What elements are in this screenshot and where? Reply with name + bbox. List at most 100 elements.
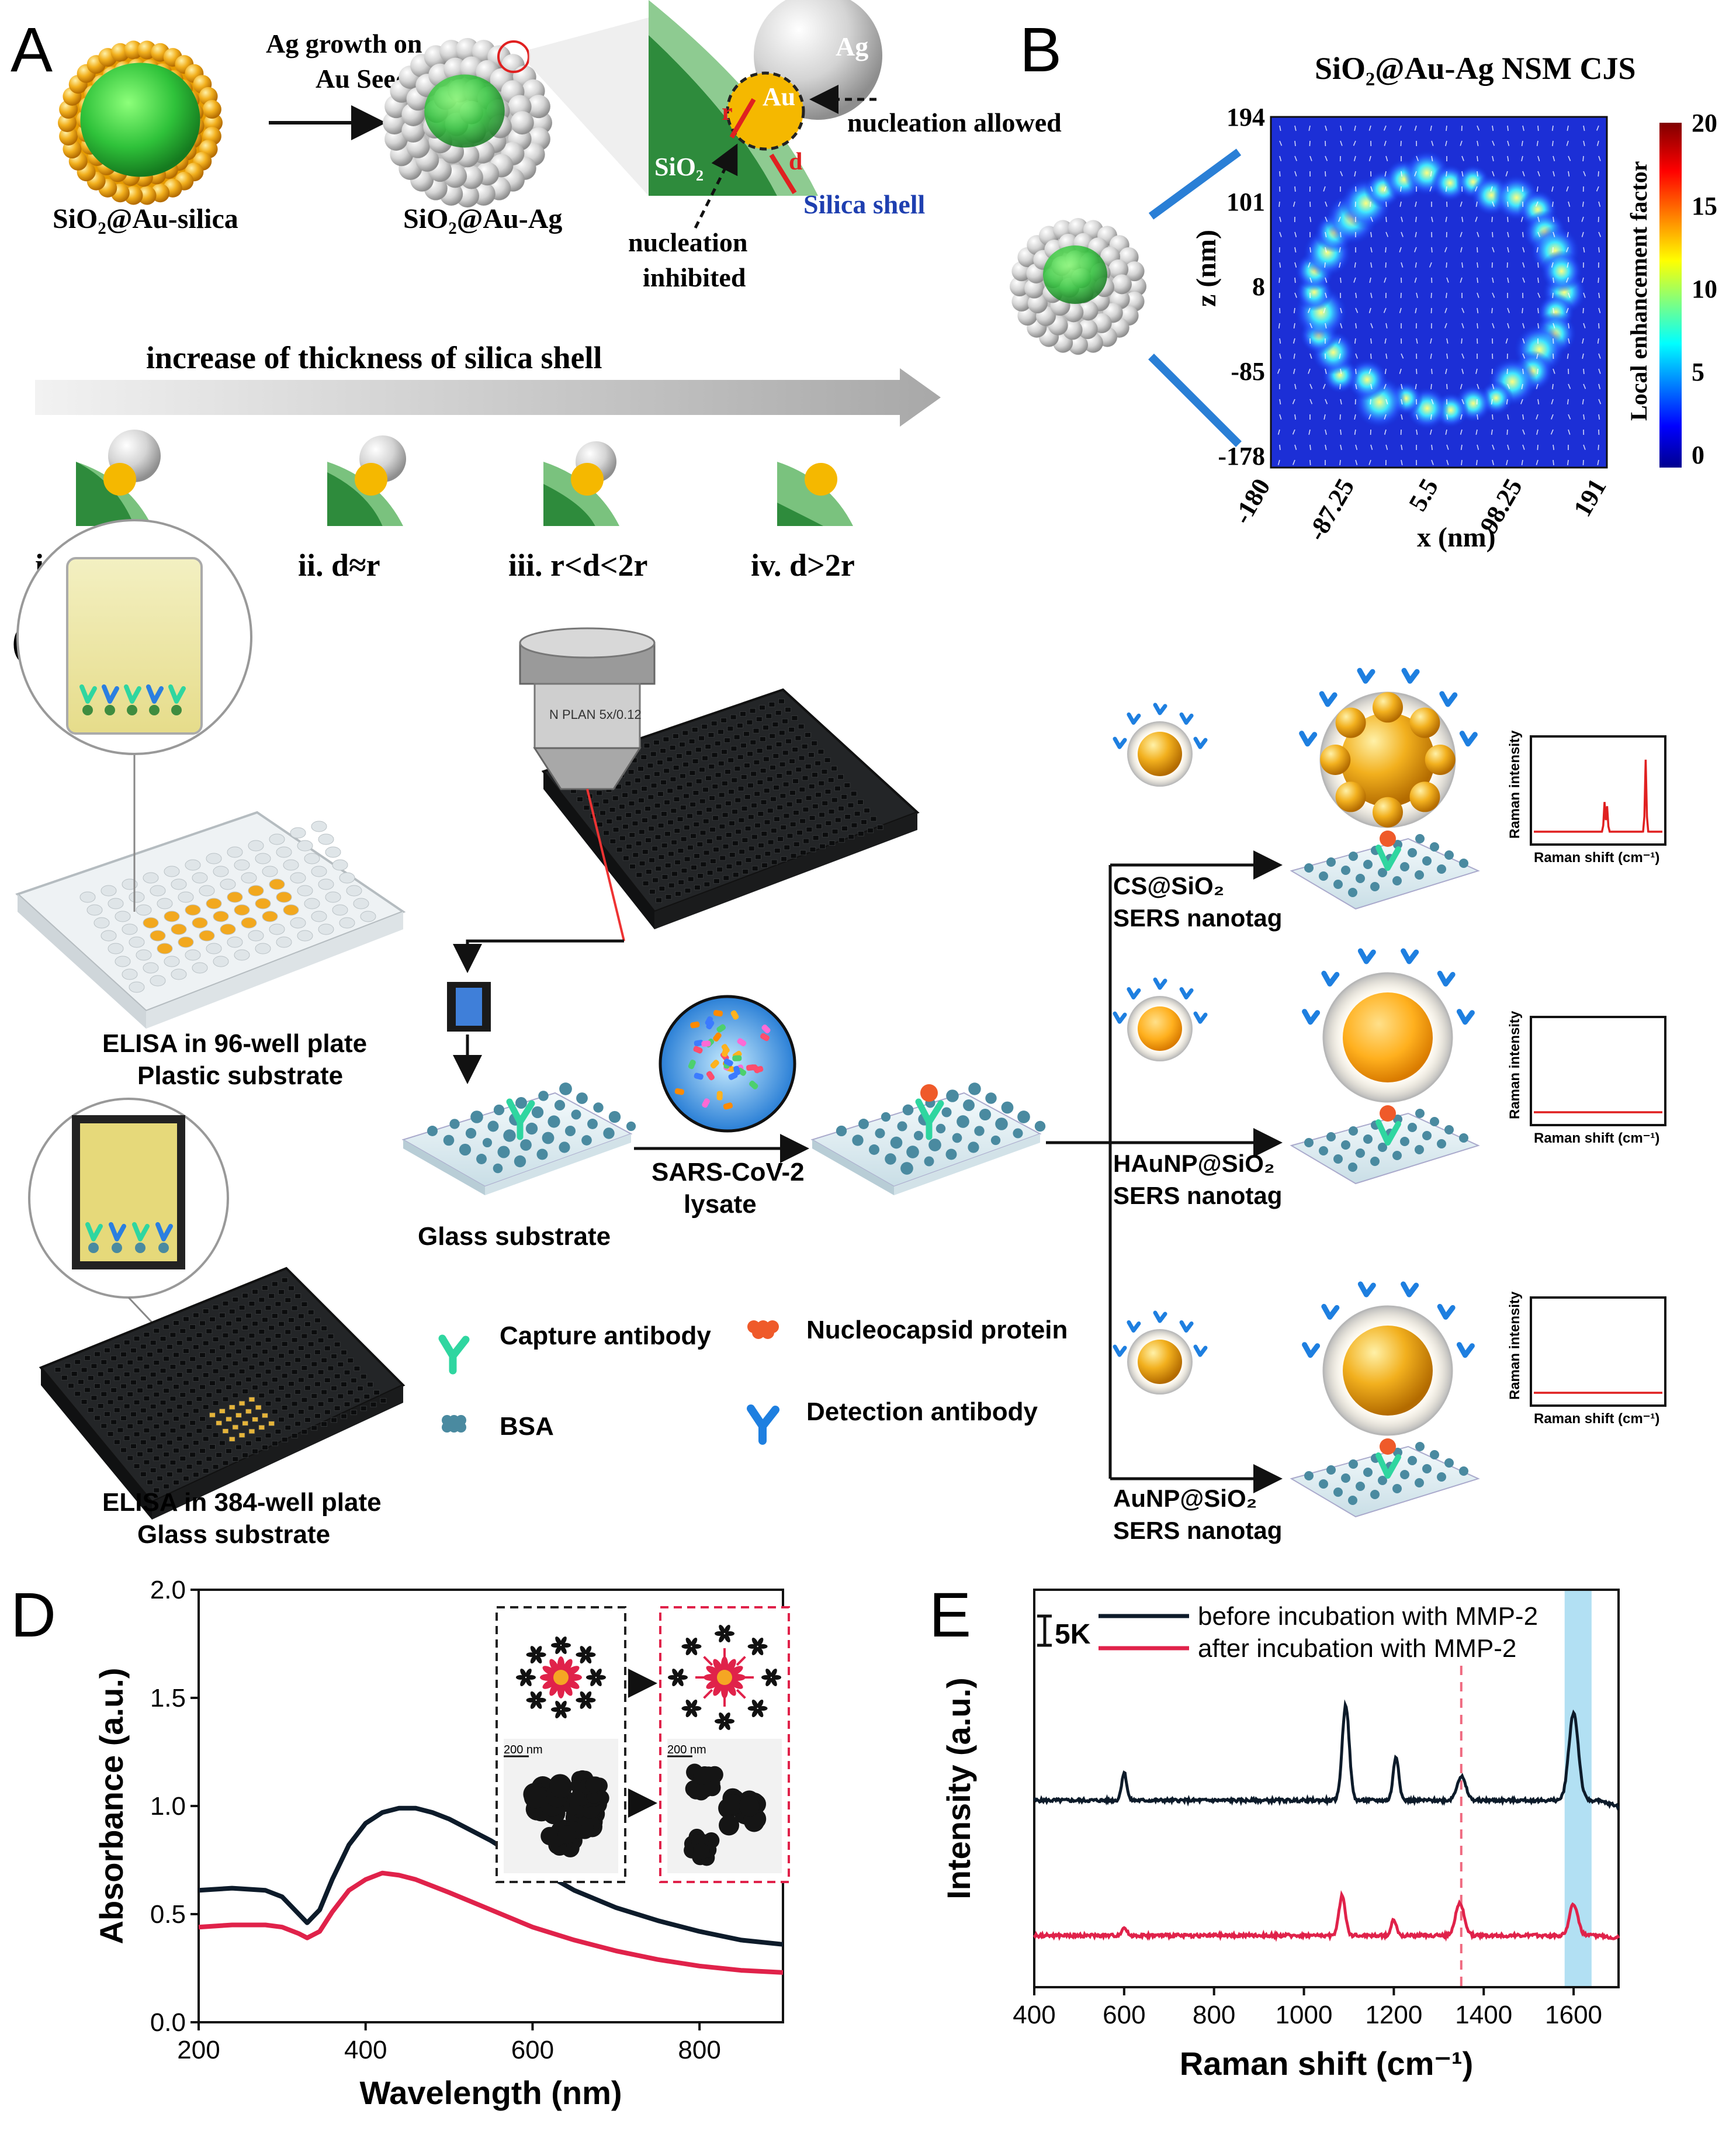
flower-petal — [555, 1700, 562, 1710]
well-384 — [802, 775, 809, 781]
flower-petal — [562, 1643, 571, 1648]
well-384 — [711, 721, 718, 726]
well-384 — [687, 876, 694, 882]
well-384 — [311, 1361, 318, 1367]
field-vector — [1598, 171, 1599, 177]
flower-petal — [560, 1636, 567, 1645]
well-384 — [317, 1337, 324, 1343]
well-384 — [701, 724, 708, 729]
well-384 — [864, 808, 871, 814]
well-384 — [189, 1388, 196, 1394]
well-384 — [133, 1336, 140, 1341]
bsa-blob — [1356, 874, 1365, 883]
field-vector — [1401, 414, 1403, 420]
flower-petal — [751, 1700, 758, 1708]
complex-satellite — [1409, 707, 1440, 738]
flower-petal — [719, 1624, 725, 1634]
flower-petal — [551, 1642, 560, 1648]
well-384 — [745, 857, 752, 863]
well-384 — [744, 794, 751, 800]
linker — [736, 1689, 746, 1699]
flower-petal — [580, 1655, 587, 1664]
lysate-protein — [761, 1025, 771, 1034]
well-384 — [678, 880, 685, 885]
nucleation-inset: Ag Au SiO₂ r d nucleation allowed Silica… — [628, 0, 1062, 292]
bsa-blob — [1348, 888, 1357, 897]
well-384 — [770, 796, 777, 802]
bsa-blob — [1459, 1466, 1468, 1476]
bsa-blob — [990, 1135, 1001, 1146]
field-vector — [1522, 338, 1525, 344]
well-384 — [209, 1348, 216, 1354]
lysate-protein — [749, 1081, 758, 1089]
well-384 — [160, 1336, 167, 1342]
complex-satellite — [1425, 745, 1456, 775]
y-tick-label: 0.0 — [150, 2008, 186, 2037]
well-384 — [297, 1409, 304, 1415]
field-vector — [1477, 292, 1479, 298]
detection-antibody — [1401, 948, 1419, 964]
field-vector — [1430, 307, 1432, 314]
well-384 — [638, 829, 645, 835]
complex-core — [1340, 712, 1435, 807]
well-384 — [179, 1328, 186, 1334]
well-384 — [805, 763, 812, 769]
well-384 — [747, 814, 754, 820]
field-vector — [1553, 338, 1554, 344]
flower-petal — [758, 1706, 768, 1711]
field-vector — [1325, 247, 1327, 252]
au-dot — [204, 113, 223, 132]
well-384 — [706, 838, 713, 844]
lysate-protein — [737, 1038, 747, 1047]
bsa-blob — [564, 1125, 576, 1137]
well-384 — [278, 1289, 285, 1295]
field-vector — [1507, 444, 1510, 450]
field-vector — [1446, 171, 1447, 177]
well-384 — [829, 840, 836, 846]
well — [143, 917, 159, 929]
flower-petal — [772, 1675, 781, 1680]
well-384 — [668, 851, 674, 857]
well-384 — [140, 1440, 147, 1445]
au-dot — [202, 100, 221, 119]
well-antibody — [79, 684, 97, 704]
field-vector — [1477, 262, 1478, 268]
bsa-blob — [1400, 1137, 1409, 1146]
well-384 — [321, 1326, 328, 1331]
bsa-blob — [487, 1120, 499, 1132]
well-384 — [268, 1293, 275, 1299]
well-384 — [242, 1357, 249, 1362]
well-384 — [654, 834, 661, 840]
well-384 — [216, 1420, 223, 1426]
tem-blob — [706, 1766, 723, 1784]
field-vector — [1430, 125, 1432, 131]
field-vector — [1401, 216, 1404, 222]
field-vector — [1355, 383, 1357, 389]
field-vector — [1553, 277, 1554, 283]
field-vector — [1340, 444, 1342, 450]
field-vector — [1431, 216, 1433, 222]
field-vector — [1474, 186, 1478, 192]
field-vector — [1553, 459, 1554, 466]
field-vector — [1383, 307, 1387, 313]
well — [255, 943, 271, 954]
nanotag-hau-line1: HAuNP@SiO₂ — [1113, 1150, 1275, 1177]
well-384 — [847, 802, 854, 808]
field-vector — [1325, 201, 1328, 207]
well — [122, 923, 138, 935]
inset-au-label: Au — [763, 82, 795, 111]
well — [255, 898, 271, 909]
well-384 — [756, 717, 763, 722]
nucleocapsid-icon — [766, 1320, 779, 1333]
well-384 — [265, 1433, 272, 1438]
capture-antibody-icon — [438, 1334, 470, 1375]
core-petal — [706, 1679, 721, 1689]
field-vector — [1325, 216, 1328, 222]
well-384 — [189, 1420, 196, 1426]
field-vector — [1460, 277, 1463, 283]
field-vector — [1582, 338, 1584, 344]
well-384 — [216, 1452, 223, 1458]
well-bsa — [171, 705, 182, 715]
